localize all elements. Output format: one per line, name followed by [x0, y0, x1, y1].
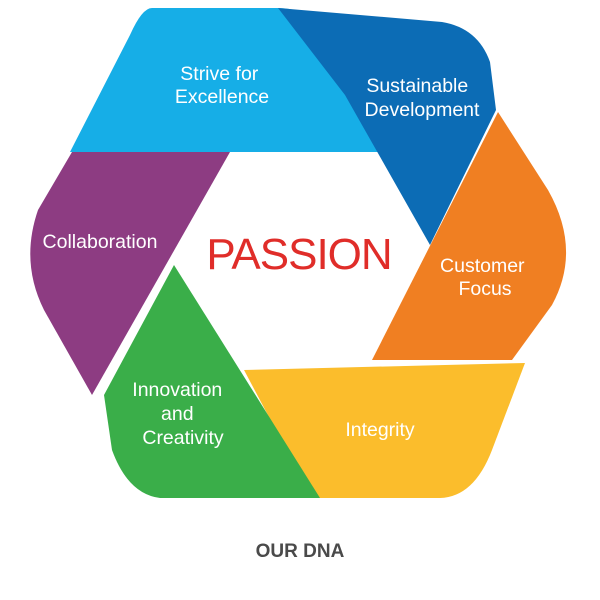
segment-label-line: Development — [365, 99, 480, 121]
segment-customer-focus: Customer Focus — [372, 112, 567, 360]
center-title: PASSION — [206, 230, 391, 279]
segment-label-collaboration: Collaboration — [43, 231, 158, 253]
footer-title: OUR DNA — [256, 541, 345, 562]
segment-collaboration: Collaboration — [30, 152, 230, 395]
segment-label-line: Customer — [440, 255, 525, 277]
segment-shape-customer — [372, 112, 567, 360]
segment-shape-excellence — [70, 8, 382, 152]
segment-label-line: Collaboration — [43, 231, 158, 253]
segment-shape-innovation — [104, 265, 320, 498]
segment-label-excellence: Strive for Excellence — [175, 63, 269, 108]
segment-shape-collaboration — [30, 152, 230, 395]
segment-label-customer: Customer Focus — [440, 255, 530, 300]
segment-label-integrity: Integrity — [345, 419, 415, 441]
segment-label-line: Excellence — [175, 86, 269, 108]
segment-label-line: Sustainable — [366, 75, 468, 97]
segment-innovation-and-creativity: Innovation and Creativity — [104, 265, 320, 498]
segment-strive-for-excellence: Strive for Excellence — [70, 8, 382, 152]
segment-label-sustainable: Sustainable Development — [365, 75, 480, 121]
segment-shape-sustainable — [278, 8, 496, 245]
segment-integrity: Integrity — [244, 363, 525, 498]
segment-shape-integrity — [244, 363, 525, 498]
segment-label-innovation: Innovation and Creativity — [132, 379, 227, 449]
segment-label-line: Strive for — [180, 63, 259, 85]
segment-sustainable-development: Sustainable Development — [278, 8, 496, 245]
segment-label-line: Focus — [458, 278, 511, 300]
segment-label-line: Creativity — [142, 427, 224, 449]
segment-label-line: Integrity — [345, 419, 415, 441]
segment-label-line: Innovation — [132, 379, 222, 401]
segment-label-line: and — [161, 403, 194, 425]
